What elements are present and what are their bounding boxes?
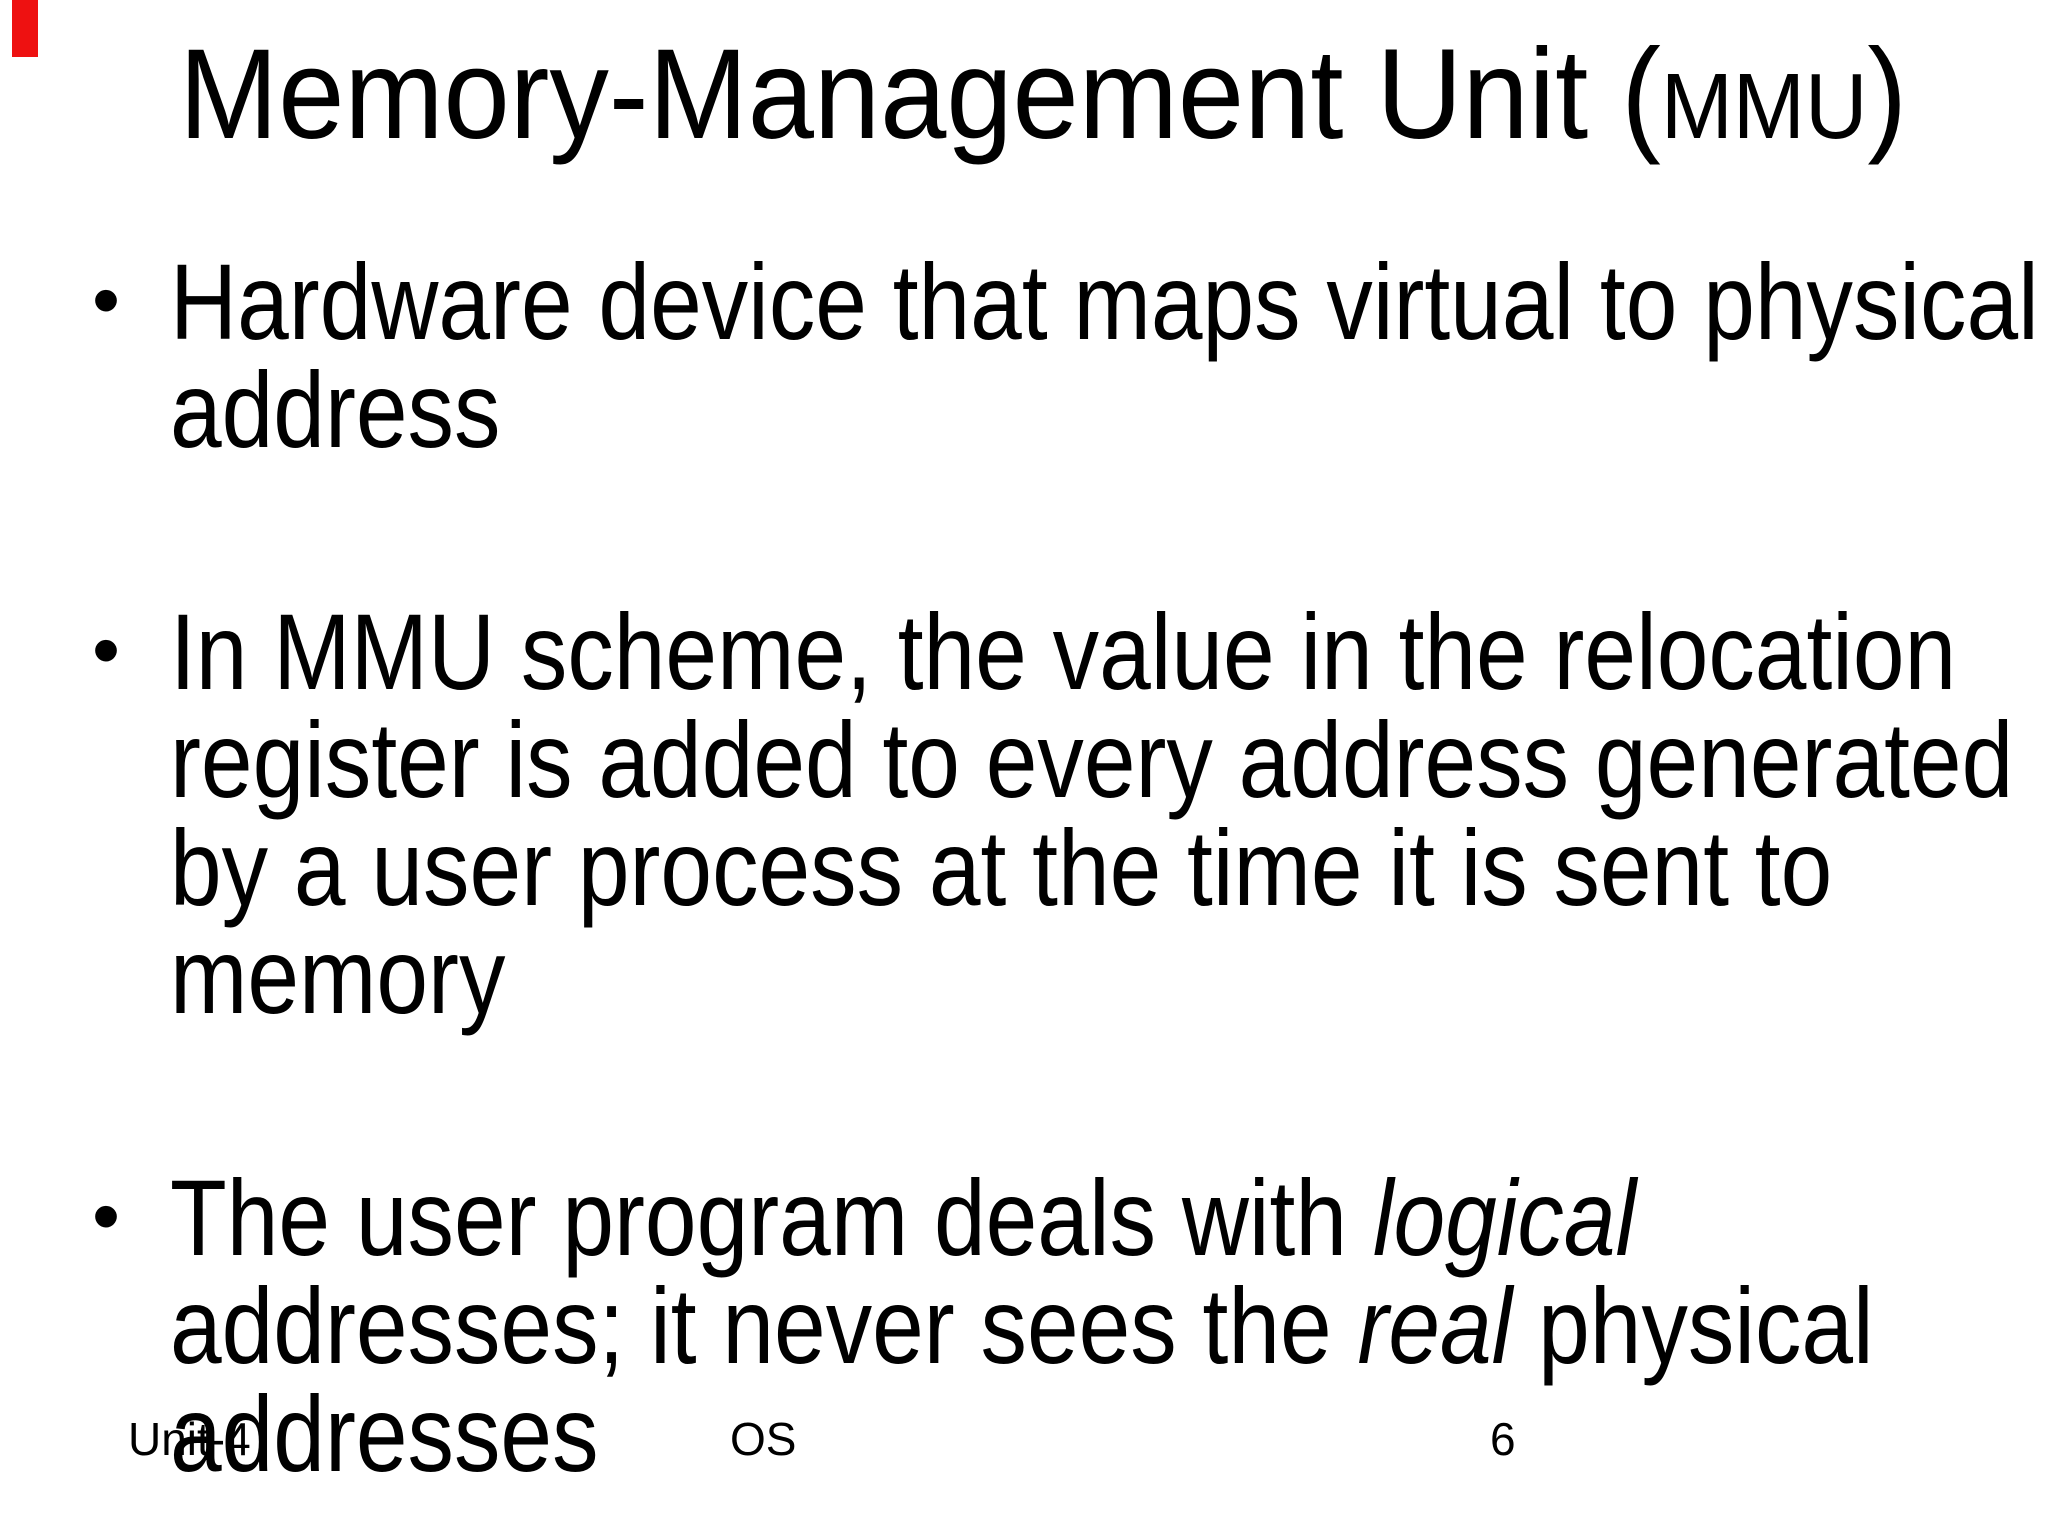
red-corner-mark bbox=[12, 0, 38, 57]
body-text: The user program deals with bbox=[170, 1157, 1373, 1278]
body-text: address bbox=[170, 349, 501, 470]
body-text: addresses; it never sees the bbox=[170, 1265, 1358, 1386]
text-line-content: In MMU scheme, the value in the relocati… bbox=[170, 598, 1956, 706]
text-line-content: The user program deals with logical bbox=[170, 1164, 1636, 1272]
text-line: Hardware device that maps virtual to phy… bbox=[170, 248, 2048, 356]
text-line-content: Hardware device that maps virtual to phy… bbox=[170, 248, 2039, 356]
body-text: In MMU scheme, the value in the relocati… bbox=[170, 591, 1957, 712]
slide-title: Memory-Management Unit (MMU) bbox=[48, 30, 2038, 171]
footer-unit-label: Unit-4 bbox=[128, 1413, 251, 1465]
title-suffix: ) bbox=[1867, 23, 1908, 166]
text-line: register is added to every address gener… bbox=[170, 706, 2048, 814]
text-line: memory bbox=[170, 922, 2048, 1030]
bullet-list: • Hardware device that maps virtual to ph… bbox=[92, 248, 2048, 1536]
body-text: Hardware device that maps virtual to phy… bbox=[170, 241, 2039, 362]
body-text: by a user process at the time it is sent… bbox=[170, 807, 1833, 928]
emphasized-text: logical bbox=[1372, 1157, 1637, 1278]
text-line-content: addresses; it never sees the real physic… bbox=[170, 1272, 1874, 1380]
bullet-item: • Hardware device that maps virtual to ph… bbox=[92, 248, 2048, 464]
text-line-content: register is added to every address gener… bbox=[170, 706, 2013, 814]
bullet-icon: • bbox=[92, 255, 121, 344]
body-text: addresses bbox=[170, 1373, 599, 1494]
footer-page-number: 6 bbox=[1490, 1413, 1516, 1465]
bullet-item: • In MMU scheme, the value in the relocat… bbox=[92, 598, 2048, 1030]
text-line: addresses; it never sees the real physic… bbox=[170, 1272, 2048, 1380]
bullet-icon: • bbox=[92, 1171, 121, 1260]
text-line: The user program deals with logical bbox=[170, 1164, 2048, 1272]
text-line-content: address bbox=[170, 356, 500, 464]
body-text: memory bbox=[170, 915, 506, 1036]
text-line: address bbox=[170, 356, 2048, 464]
bullet-icon: • bbox=[92, 605, 121, 694]
title-acronym: MMU bbox=[1660, 54, 1868, 158]
text-line: addresses bbox=[170, 1380, 2048, 1488]
footer-course-label: OS bbox=[730, 1413, 797, 1465]
text-line-content: by a user process at the time it is sent… bbox=[170, 814, 1832, 922]
body-text: register is added to every address gener… bbox=[170, 699, 2014, 820]
text-line-content: addresses bbox=[170, 1380, 599, 1488]
emphasized-text: real bbox=[1357, 1265, 1513, 1386]
body-text: physical bbox=[1512, 1265, 1874, 1386]
slide-title-text: Memory-Management Unit (MMU) bbox=[179, 30, 1907, 171]
title-prefix: Memory-Management Unit ( bbox=[178, 23, 1661, 166]
text-line: by a user process at the time it is sent… bbox=[170, 814, 2048, 922]
text-line-content: memory bbox=[170, 922, 505, 1030]
text-line: In MMU scheme, the value in the relocati… bbox=[170, 598, 2048, 706]
